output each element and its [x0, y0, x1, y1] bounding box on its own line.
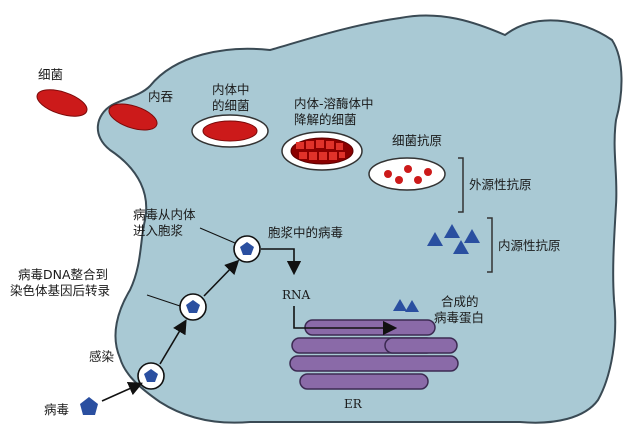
- label-endosome-bacteria-1: 内体中: [212, 82, 250, 97]
- label-virus: 病毒: [44, 402, 69, 417]
- leader-virus-enter: [199, 227, 236, 244]
- label-endogenous-antigen: 内源性抗原: [498, 238, 561, 253]
- arrow-rna-to-er: [293, 306, 398, 336]
- label-er: ER: [344, 397, 363, 411]
- label-lysosome-1: 内体-溶酶体中: [294, 96, 374, 111]
- label-exogenous-antigen: 外源性抗原: [469, 177, 532, 192]
- label-phagocytosis: 内吞: [148, 89, 174, 104]
- endogenous-antigen-triangle: [453, 240, 469, 254]
- virus-vesicle-infection: [137, 362, 165, 390]
- viral-protein-triangle: [405, 300, 419, 312]
- virus-outside: [80, 397, 98, 415]
- antigen-vesicle: [368, 157, 446, 191]
- label-cytoplasm-virus: 胞浆中的病毒: [268, 225, 343, 240]
- endogenous-antigen-triangle: [444, 224, 460, 238]
- label-bacteria: 细菌: [38, 67, 63, 82]
- label-dna-integrate-2: 染色体基因后转录: [10, 283, 110, 298]
- exogenous-bracket: [458, 157, 464, 213]
- label-synth-protein-2: 病毒蛋白: [434, 310, 484, 325]
- bacterium-in-endosome: [202, 120, 258, 142]
- bacterium-outside-2: [108, 103, 158, 131]
- endogenous-antigen-triangle: [464, 229, 480, 243]
- endoplasmic-reticulum: [289, 319, 459, 390]
- label-bacterial-antigen: 细菌抗原: [392, 133, 442, 148]
- virus-vesicle-cytoplasm: [233, 235, 261, 263]
- label-endosome-bacteria-2: 的细菌: [212, 98, 250, 113]
- antigen-dot: [384, 170, 392, 178]
- arrow-cytoplasm-to-rna: [261, 248, 302, 276]
- virus-vesicle-integration: [179, 293, 207, 321]
- viral-protein-triangle: [393, 299, 407, 311]
- degraded-bacterium: [290, 137, 354, 165]
- label-dna-integrate-1: 病毒DNA整合到: [18, 267, 108, 282]
- endogenous-antigen-triangle: [427, 232, 443, 246]
- label-synth-protein-1: 合成的: [441, 294, 479, 309]
- antigen-dot: [395, 176, 403, 184]
- label-rna: RNA: [282, 288, 311, 302]
- endogenous-bracket: [487, 217, 493, 273]
- arrow-virus-to-infection: [101, 382, 143, 402]
- bacterium-outside-1: [36, 89, 88, 117]
- antigen-dot: [414, 176, 422, 184]
- leader-dna-integration: [146, 294, 181, 307]
- arrow-integration-to-cytoplasm: [203, 259, 240, 297]
- label-virus-enter-1: 病毒从内体: [133, 207, 196, 222]
- label-infection: 感染: [89, 349, 115, 364]
- label-lysosome-2: 降解的细菌: [294, 112, 357, 127]
- antigen-dot: [404, 165, 412, 173]
- antigen-dot: [424, 168, 432, 176]
- label-virus-enter-2: 进入胞浆: [133, 223, 184, 238]
- arrow-infection-to-integration: [159, 319, 187, 365]
